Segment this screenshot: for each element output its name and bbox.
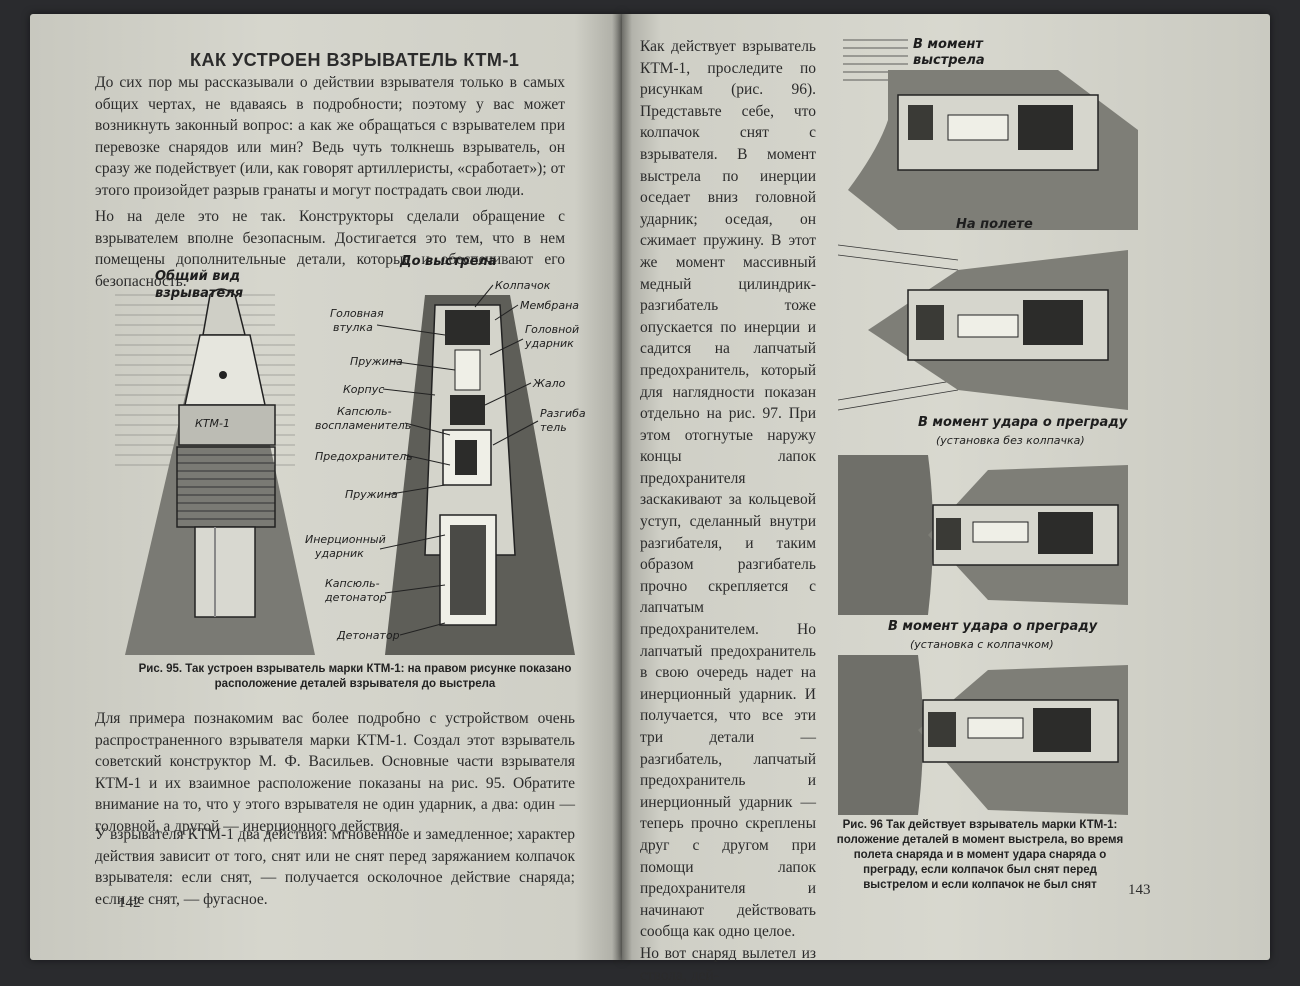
right-column-text: Как действует взрыватель КТМ-1, проследи… xyxy=(640,36,816,986)
label-predokhranitel: Предохранитель xyxy=(315,450,413,463)
label-razgibatel-2: тель xyxy=(540,421,567,434)
label-udarnik-2: ударник xyxy=(314,547,364,560)
fig95-labels-left: Головная втулка Пружина Корпус Капсюль- … xyxy=(305,307,413,642)
label-kapsyul-2: Капсюль- xyxy=(325,577,380,590)
label-golovnaya: Головная xyxy=(330,307,384,320)
label-inertsionny: Инерционный xyxy=(305,533,386,546)
caption-figure-95: Рис. 95. Так устроен взрыватель марки КТ… xyxy=(138,663,572,690)
paragraph-2: Но на деле это не так. Конструкторы сдел… xyxy=(95,208,565,290)
paragraph-3: Для примера познакомим вас более подробн… xyxy=(95,710,575,835)
caption-figure-96: Рис. 96 Так действует взрыватель марки К… xyxy=(836,819,1124,891)
panel1-title-2: выстрела xyxy=(913,53,985,68)
label-kapsyul-1: Капсюль- xyxy=(337,405,392,418)
panel2-title: На полете xyxy=(956,217,1033,232)
label-kolpachok: Колпачок xyxy=(495,279,551,292)
panel3-title: В момент удара о преграду xyxy=(918,415,1128,430)
label-golovnoy: Головной xyxy=(525,323,579,336)
fig95-heading-right: До выстрела xyxy=(399,255,497,269)
paragraph-4: У взрывателя КТМ-1 два действия: мгновен… xyxy=(95,826,575,908)
panel3-sub: (установка без колпачка) xyxy=(936,434,1085,447)
right-column-tail: Но вот снаряд вылетел из ствола, дей- xyxy=(640,944,816,984)
label-membrana: Мембрана xyxy=(520,299,579,312)
label-korpus: Корпус xyxy=(343,383,384,396)
page-title: КАК УСТРОЕН ВЗРЫВАТЕЛЬ КТМ-1 xyxy=(190,50,520,70)
label-vtulka: втулка xyxy=(333,321,373,334)
panel-flight: На полете xyxy=(838,217,1128,411)
fig95-leader-lines xyxy=(376,284,539,636)
label-udarnik: ударник xyxy=(524,337,574,350)
label-detonator: Детонатор xyxy=(336,629,400,642)
label-pruzhina-1: Пружина xyxy=(350,355,403,368)
fuze-mark: КТМ-1 xyxy=(195,417,230,430)
label-pruzhina-2: Пружина xyxy=(345,488,398,501)
label-vosplamenitel: воспламенитель xyxy=(315,419,411,432)
page-number-left: 142 xyxy=(118,895,141,911)
panel-impact-no-cap: В момент удара о преграду (установка без… xyxy=(838,415,1128,615)
fig95-labels-right: Колпачок Мембрана Головной ударник Жало … xyxy=(495,279,585,434)
panel4-sub: (установка с колпачком) xyxy=(910,638,1054,651)
panel-firing: В момент выстрела xyxy=(843,37,1138,230)
figure-96: В момент выстрела На полете В момент уда… xyxy=(838,37,1138,815)
panel4-title: В момент удара о преграду xyxy=(888,619,1098,634)
fuze-cutaway xyxy=(385,295,575,655)
label-razgibatel-1: Разгиба- xyxy=(540,407,585,420)
label-detonator-cap: детонатор xyxy=(324,591,387,604)
right-column-main: Как действует взрыватель КТМ-1, проследи… xyxy=(640,38,816,941)
panel-impact-with-cap: В момент удара о преграду (установка с к… xyxy=(838,619,1128,815)
paragraph-1: До сих пор мы рассказывали о действии вз… xyxy=(95,74,565,199)
book-gutter xyxy=(612,14,632,960)
fuze-general-view: КТМ-1 xyxy=(125,288,315,655)
figure-95: КТМ-1 Общий вид взрывателя До выстрела К… xyxy=(115,255,585,655)
page-number-right: 143 xyxy=(1128,882,1151,898)
fig95-heading-left-2: взрывателя xyxy=(155,286,243,301)
label-zhalo: Жало xyxy=(532,377,566,390)
fig95-heading-left-1: Общий вид xyxy=(155,269,240,284)
panel1-title-1: В момент xyxy=(913,37,984,52)
